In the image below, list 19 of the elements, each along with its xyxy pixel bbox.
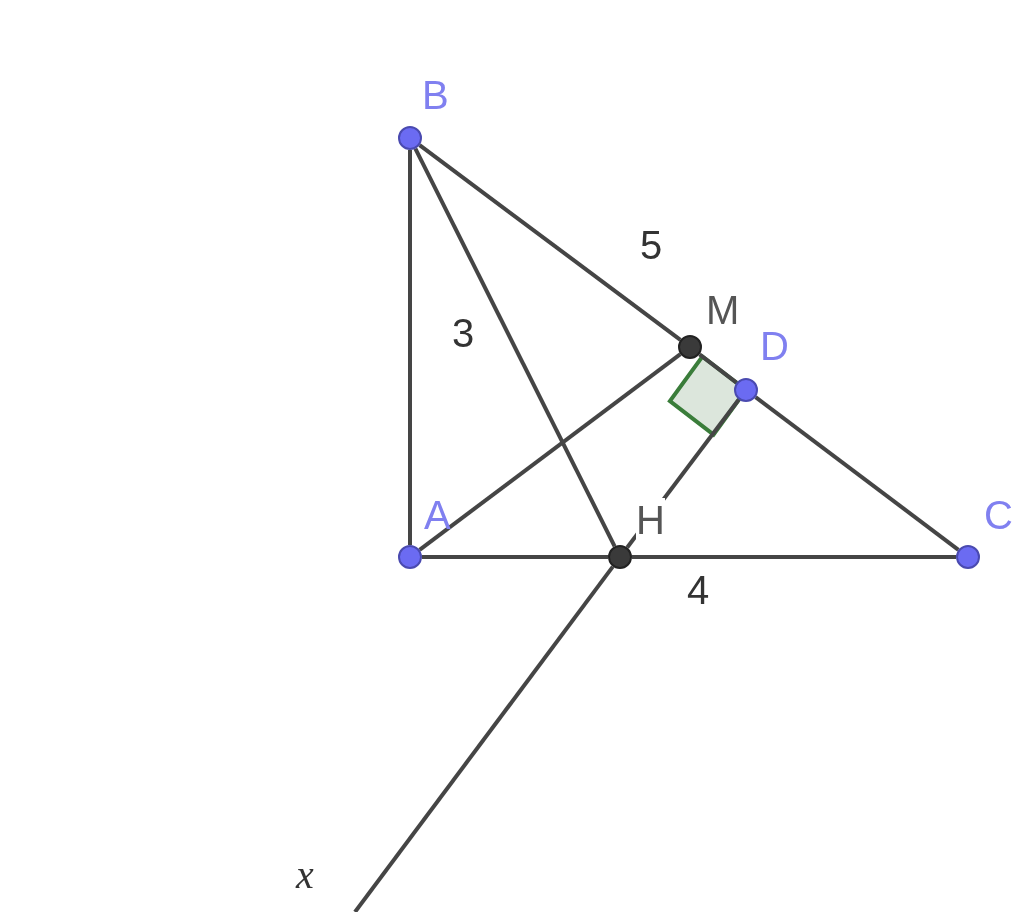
point-label: B [422,73,449,117]
line-segment [632,555,956,559]
line-segment [353,565,615,912]
length-label: 5 [639,223,663,267]
ray-label: x [296,853,314,897]
line-segment [754,395,960,552]
line-segment [408,150,412,545]
length-label: 3 [451,311,475,355]
line-segment [418,352,682,552]
line-segment [698,352,738,385]
line-segment [413,147,617,548]
length-label: 4 [686,568,710,612]
point-label: H [636,498,665,542]
line-segment [418,143,682,342]
line-segment [422,555,608,559]
point-label: D [760,324,789,368]
point-label: C [984,493,1013,537]
point-label: A [424,493,451,537]
point-label: M [706,288,740,332]
